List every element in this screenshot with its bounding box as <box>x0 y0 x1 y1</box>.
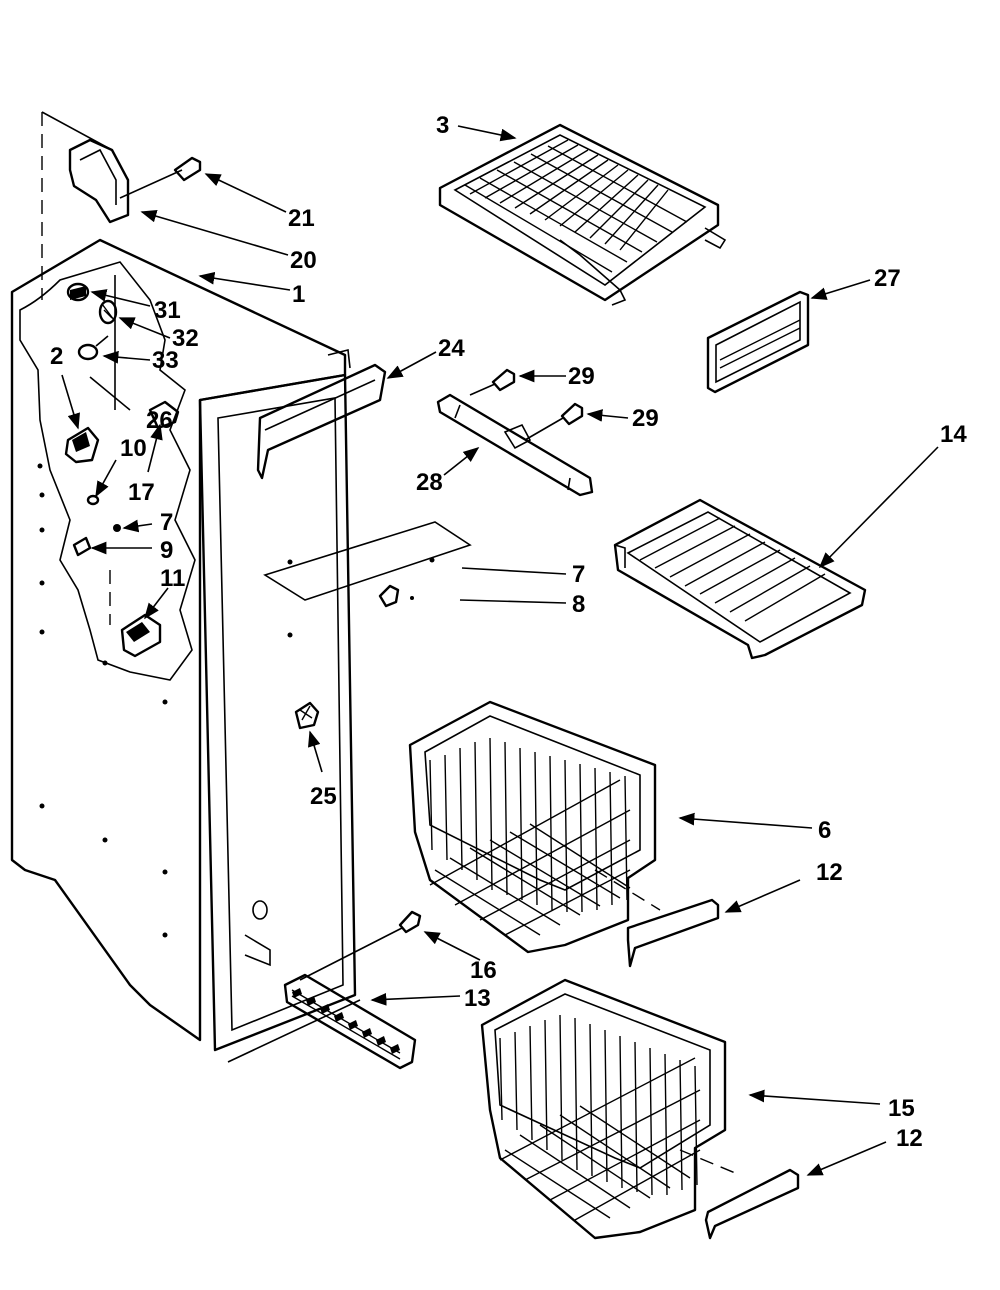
callout-11: 11 <box>160 565 185 592</box>
screw-16 <box>299 910 422 981</box>
component-11 <box>120 613 162 658</box>
basket-15 <box>480 978 727 1240</box>
callout-20: 20 <box>290 247 317 274</box>
callout-14: 14 <box>940 421 967 448</box>
bracket-28 <box>436 393 594 497</box>
callout-13: 13 <box>464 985 491 1012</box>
grille-13 <box>283 973 417 1070</box>
bracket-12-lower <box>704 1168 800 1240</box>
component-33 <box>77 335 109 361</box>
component-7 <box>113 524 121 532</box>
cover-24 <box>256 349 387 480</box>
callout-12-upper: 12 <box>816 859 843 886</box>
component-9 <box>72 536 92 557</box>
bracket-20 <box>68 138 130 224</box>
callout-26: 26 <box>146 407 173 434</box>
callout-27: 27 <box>874 265 901 292</box>
callout-8: 8 <box>572 591 585 618</box>
bracket-12-upper <box>626 898 720 968</box>
basket-6 <box>408 700 657 954</box>
component-31 <box>66 282 90 302</box>
screw-21 <box>119 156 202 199</box>
component-10 <box>86 494 100 506</box>
callout-16: 16 <box>470 957 497 984</box>
shelf-14 <box>613 498 867 660</box>
component-2 <box>64 426 100 464</box>
shelf-3 <box>438 123 727 306</box>
component-32 <box>98 299 118 325</box>
trim-27 <box>706 290 810 394</box>
callout-12-lower: 12 <box>896 1125 923 1152</box>
callout-7-right: 7 <box>572 561 585 588</box>
leader-lines <box>61 125 939 1176</box>
callout-33: 33 <box>152 347 179 374</box>
screw-29-top <box>469 368 516 396</box>
callout-3: 3 <box>436 112 449 139</box>
callout-10: 10 <box>120 435 147 462</box>
callout-6: 6 <box>818 817 831 844</box>
callout-17: 17 <box>128 479 155 506</box>
screw-29-right <box>524 402 584 441</box>
callout-24: 24 <box>438 335 465 362</box>
callout-31: 31 <box>154 297 181 324</box>
freezer-liner <box>10 111 361 1063</box>
callout-29-right: 29 <box>632 405 659 432</box>
callout-1: 1 <box>292 281 305 308</box>
callout-29-top: 29 <box>568 363 595 390</box>
component-25 <box>294 701 320 730</box>
callout-25: 25 <box>310 783 337 810</box>
callout-21: 21 <box>288 205 315 232</box>
callout-9: 9 <box>160 537 173 564</box>
callout-labels: 3 21 20 1 27 31 32 33 24 2 29 29 26 14 1… <box>50 112 967 1152</box>
callout-7-left: 7 <box>160 509 173 536</box>
callout-28: 28 <box>416 469 443 496</box>
label-plate <box>263 521 472 608</box>
callout-2: 2 <box>50 343 63 370</box>
callout-15: 15 <box>888 1095 915 1122</box>
callout-32: 32 <box>172 325 199 352</box>
